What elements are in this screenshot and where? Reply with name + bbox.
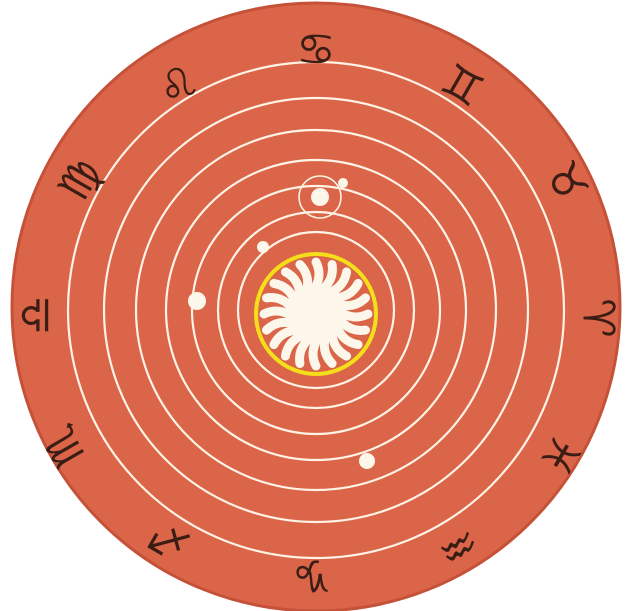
sun-ray (316, 262, 319, 286)
libra-sign: ♎ (11, 295, 62, 334)
mars-planet (359, 453, 375, 469)
moon-satellite (338, 178, 348, 188)
sun-icon (286, 284, 346, 344)
mercury-planet (257, 241, 269, 253)
aries-sign: ♈ (573, 298, 624, 337)
sun-ray (344, 314, 368, 317)
sun-ray (264, 311, 288, 314)
cancer-sign: ♋ (296, 25, 335, 76)
venus-planet (188, 292, 206, 310)
earth-planet (311, 188, 329, 206)
capricorn-sign: ♑ (292, 550, 331, 601)
sun-ray (313, 342, 316, 366)
